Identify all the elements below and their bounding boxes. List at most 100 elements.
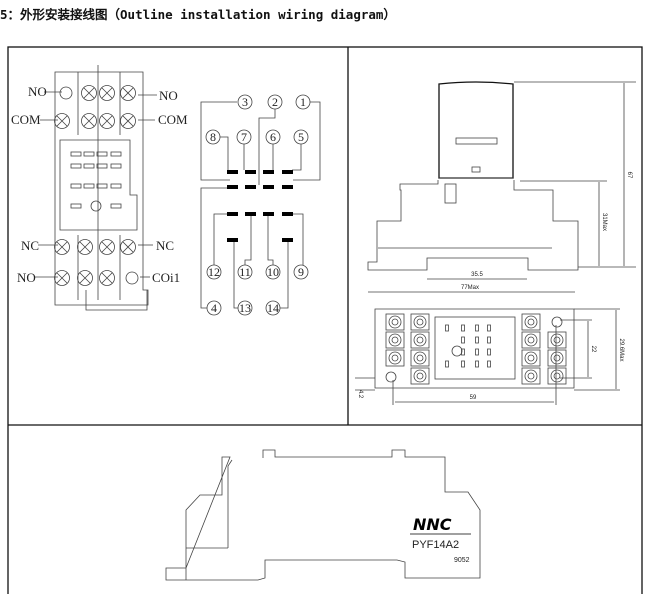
screw-slot-icon <box>101 115 113 127</box>
screw-slot-icon <box>56 272 68 284</box>
screw-terminal-icon <box>99 239 115 255</box>
terminal-block <box>547 367 567 385</box>
pin-slot <box>110 163 122 169</box>
pin-slot <box>461 324 465 332</box>
screw-slot-icon <box>101 272 113 284</box>
terminal-block <box>521 349 541 367</box>
screw-center-icon <box>527 372 535 380</box>
screw-terminal-icon <box>413 315 427 329</box>
pin-slot <box>445 324 449 332</box>
mount-hole-icon <box>59 86 73 100</box>
terminal-block <box>547 349 567 367</box>
terminal-block <box>410 349 430 367</box>
screw-terminal-icon <box>388 315 402 329</box>
screw-terminal-icon <box>413 369 427 383</box>
terminal-number: 8 <box>210 130 216 144</box>
terminal-number: 6 <box>270 130 276 144</box>
contact-bar <box>282 185 293 189</box>
contact-bar <box>227 238 238 242</box>
side-dimensions: 67 31Max 35.5 77Max <box>368 81 636 293</box>
pin-slot <box>487 348 491 356</box>
screw-slot-icon <box>101 241 113 253</box>
dim-height-total: 67 <box>626 172 632 179</box>
pin-slot <box>83 183 95 189</box>
screw-center-icon <box>391 318 399 326</box>
pin-slot <box>475 360 479 368</box>
terminal-number: 2 <box>272 95 278 109</box>
terminal-14 <box>265 300 281 316</box>
terminal-number: 14 <box>267 301 279 315</box>
contact-bar <box>245 212 256 216</box>
contact-bar <box>245 185 256 189</box>
screw-center-icon <box>553 354 561 362</box>
screw-terminal-icon <box>77 239 93 255</box>
terminal-11 <box>237 264 253 280</box>
terminal-number: 1 <box>300 95 306 109</box>
screw-slot-icon <box>122 115 134 127</box>
screw-slot-icon <box>79 241 91 253</box>
screw-terminal-icon <box>77 270 93 286</box>
terminal-1 <box>295 94 311 110</box>
screw-terminal-icon <box>550 369 564 383</box>
screw-slot-icon <box>83 115 95 127</box>
screw-terminal-icon <box>54 270 70 286</box>
pin-slot <box>461 360 465 368</box>
pin-slot <box>70 151 82 157</box>
dim-rail-width: 35.5 <box>471 272 483 278</box>
center-hole-icon <box>90 200 102 212</box>
relay-side-view <box>367 81 579 271</box>
screw-slot-icon <box>79 272 91 284</box>
terminal-number: 12 <box>208 265 220 279</box>
screw-terminal-icon <box>550 351 564 365</box>
terminal-number: 13 <box>239 301 251 315</box>
label-no-bottom-left: NO <box>17 270 36 285</box>
pin-slot <box>96 151 108 157</box>
screw-terminal-icon <box>81 113 97 129</box>
pin-slot <box>110 203 122 209</box>
socket-top-view <box>54 65 149 311</box>
pin-slot <box>475 324 479 332</box>
contact-bar <box>263 212 274 216</box>
terminal-number: 7 <box>241 130 247 144</box>
terminal-9 <box>293 264 309 280</box>
pin-slot <box>110 151 122 157</box>
label-no-top-left: NO <box>28 84 47 99</box>
terminal-block <box>521 367 541 385</box>
label-nc-left: NC <box>21 238 39 253</box>
pin-slot <box>70 163 82 169</box>
mount-hole-icon <box>125 271 139 285</box>
pin-slot <box>475 348 479 356</box>
frame <box>7 46 643 594</box>
brand-logo: NNC <box>413 515 452 534</box>
screw-slot-icon <box>101 87 113 99</box>
terminal-block <box>410 313 430 331</box>
pin-slot <box>70 183 82 189</box>
screw-terminal-icon <box>413 351 427 365</box>
pin-slot <box>461 348 465 356</box>
contact-bar <box>227 170 238 174</box>
contact-bar <box>227 212 238 216</box>
dim-length-max: 77Max <box>461 285 479 291</box>
dim-hole-offset: 4.2 <box>357 390 363 399</box>
pin-slot <box>445 360 449 368</box>
pin-slot <box>83 151 95 157</box>
screw-slot-icon <box>56 241 68 253</box>
screw-center-icon <box>527 336 535 344</box>
terminal-block <box>385 313 405 331</box>
contact-bar <box>263 185 274 189</box>
screw-center-icon <box>553 336 561 344</box>
terminal-8 <box>205 129 221 145</box>
dim-width-max: 29.6Max <box>618 338 624 361</box>
contact-bar <box>263 170 274 174</box>
screw-terminal-icon <box>388 333 402 347</box>
terminal-12 <box>206 264 222 280</box>
pin-slot <box>96 163 108 169</box>
label-no-top-right: NO <box>159 88 178 103</box>
terminal-block <box>385 349 405 367</box>
terminal-6 <box>265 129 281 145</box>
pin-slot <box>487 336 491 344</box>
socket-labels: NO NO COM COM NC NC NO COi1 <box>11 84 188 285</box>
terminal-13 <box>237 300 253 316</box>
screw-terminal-icon <box>81 85 97 101</box>
